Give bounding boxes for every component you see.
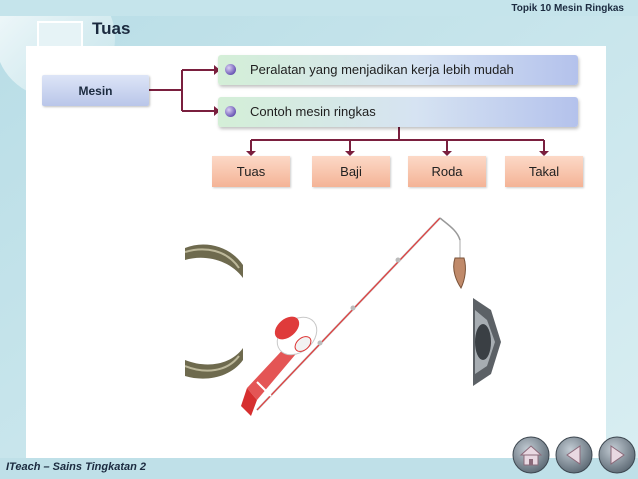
previous-button[interactable]: [555, 436, 593, 474]
branch-examples: Contoh mesin ringkas: [218, 97, 578, 127]
next-icon: [610, 445, 625, 465]
category-tuas: Tuas: [212, 156, 290, 187]
bullet-icon: [225, 64, 236, 75]
topic-label: Topik 10 Mesin Ringkas: [511, 3, 624, 14]
branch-definition-label: Peralatan yang menjadikan kerja lebih mu…: [250, 62, 514, 77]
home-button[interactable]: [512, 436, 550, 474]
root-node-mesin: Mesin: [42, 75, 149, 106]
fishing-rod: [241, 217, 466, 416]
category-baji: Baji: [312, 156, 390, 187]
bullet-icon: [225, 106, 236, 117]
branch-definition: Peralatan yang menjadikan kerja lebih mu…: [218, 55, 578, 85]
home-icon: [519, 445, 543, 466]
next-button[interactable]: [598, 436, 636, 474]
page-title: Tuas: [92, 19, 131, 38]
category-roda: Roda: [408, 156, 486, 187]
hex-nut-image: [473, 298, 501, 386]
previous-icon: [566, 445, 581, 465]
branch-examples-label: Contoh mesin ringkas: [250, 104, 376, 119]
fishing-rod-illustration: [185, 217, 501, 416]
hose-coil-image: [185, 244, 243, 379]
footer-text: ITeach – Sains Tingkatan 2: [6, 461, 146, 473]
category-takal: Takal: [505, 156, 583, 187]
